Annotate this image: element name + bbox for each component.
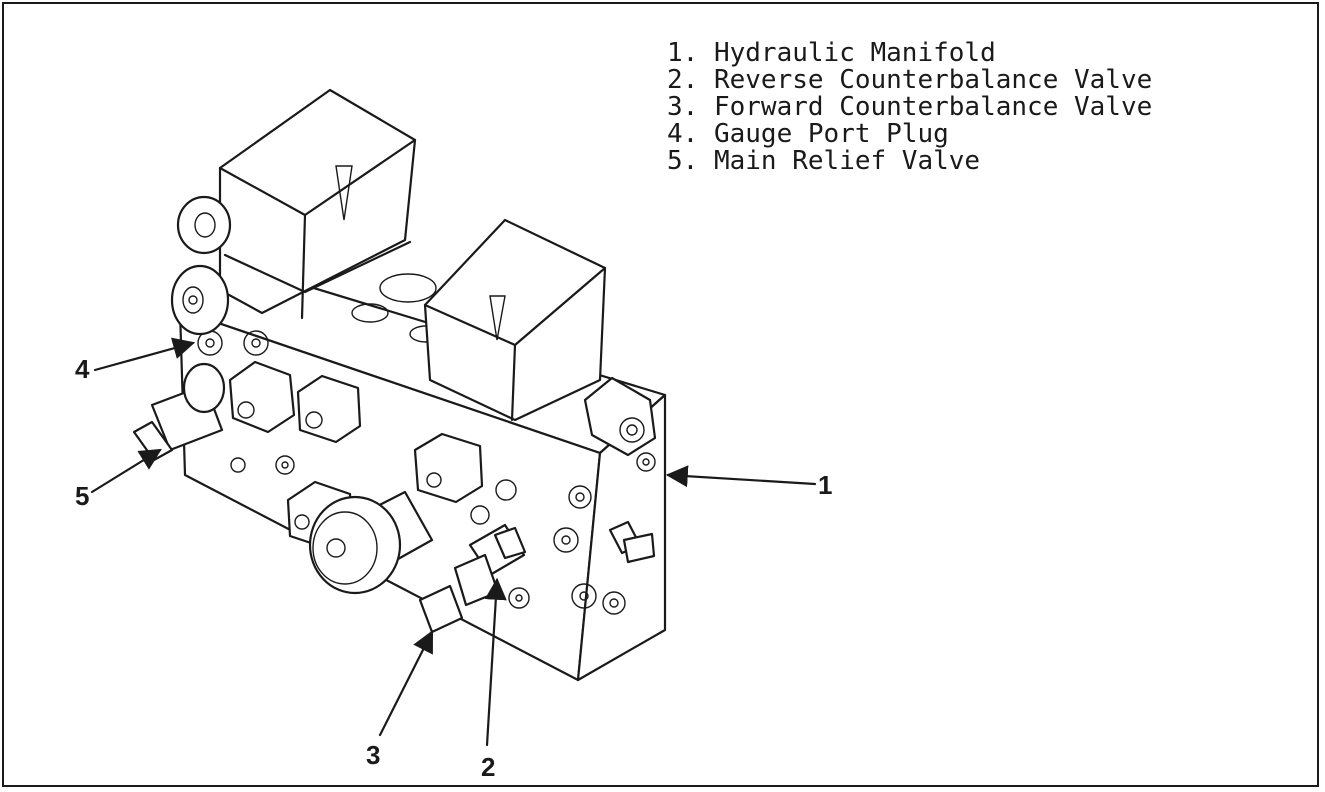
leader-3 <box>378 630 434 737</box>
callout-3: 3 <box>366 740 380 770</box>
legend-item-1: 1. Hydraulic Manifold <box>667 38 996 68</box>
rear-coil-nut-upper <box>176 195 232 255</box>
leader-1 <box>665 465 817 488</box>
center-cartridge <box>308 490 434 595</box>
legend-item-2: 2. Reverse Counterbalance Valve <box>667 65 1153 95</box>
callout-4: 4 <box>75 354 90 384</box>
callout-2: 2 <box>481 752 495 782</box>
main-relief-valve <box>132 362 226 462</box>
leader-lines <box>90 337 817 747</box>
legend-item-4: 4. Gauge Port Plug <box>667 119 949 149</box>
rear-coil-nut-lower <box>170 264 230 336</box>
leader-4 <box>93 337 196 372</box>
parts-legend: 1. Hydraulic Manifold 2. Reverse Counter… <box>667 40 1152 175</box>
leader-5 <box>90 448 162 494</box>
front-solenoid-valve <box>423 218 657 457</box>
end-face-fitting <box>608 520 656 564</box>
callout-1: 1 <box>818 470 832 500</box>
legend-item-3: 3. Forward Counterbalance Valve <box>667 92 1153 122</box>
counterbalance-valves <box>418 523 527 634</box>
front-coil-nut <box>583 376 657 457</box>
callout-5: 5 <box>75 481 89 511</box>
rear-solenoid-valve <box>170 88 417 336</box>
end-face-ports <box>508 452 656 615</box>
legend-item-5: 5. Main Relief Valve <box>667 146 981 176</box>
side-face-ports <box>197 330 517 525</box>
leader-2 <box>484 577 507 747</box>
